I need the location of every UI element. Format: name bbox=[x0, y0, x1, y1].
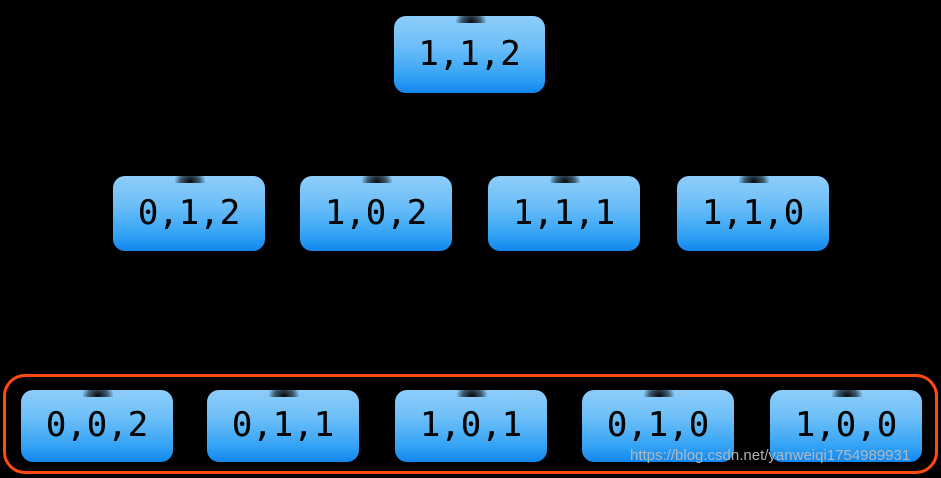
state-node-1-1-2[interactable]: 1,1,2 bbox=[394, 9, 545, 93]
state-node-1-0-1[interactable]: 1,0,1 bbox=[395, 383, 547, 462]
state-node-label: 0,1,2 bbox=[137, 192, 241, 233]
state-node-label: 1,1,0 bbox=[701, 192, 805, 233]
state-node-0-1-0[interactable]: 0,1,0 bbox=[582, 383, 734, 462]
state-node-label: 0,1,1 bbox=[231, 405, 335, 445]
state-node-label: 0,1,0 bbox=[606, 405, 710, 445]
state-node-label: 1,1,2 bbox=[418, 33, 521, 74]
state-node-label: 0,0,2 bbox=[45, 405, 149, 445]
state-node-0-1-1[interactable]: 0,1,1 bbox=[207, 383, 359, 462]
state-node-1-0-2[interactable]: 1,0,2 bbox=[300, 169, 452, 251]
state-node-label: 1,0,2 bbox=[324, 192, 428, 233]
state-node-label: 1,0,0 bbox=[794, 405, 898, 445]
watermark-text: https://blog.csdn.net/yanweiqi1754989931 bbox=[630, 447, 911, 464]
state-node-label: 1,0,1 bbox=[419, 405, 523, 445]
state-node-label: 1,1,1 bbox=[512, 192, 616, 233]
state-node-1-0-0[interactable]: 1,0,0 bbox=[770, 383, 922, 462]
state-node-0-0-2[interactable]: 0,0,2 bbox=[21, 383, 173, 462]
state-node-1-1-1[interactable]: 1,1,1 bbox=[488, 169, 640, 251]
bottom-row-highlight bbox=[3, 374, 938, 474]
state-node-0-1-2[interactable]: 0,1,2 bbox=[113, 169, 265, 251]
state-node-1-1-0[interactable]: 1,1,0 bbox=[677, 169, 829, 251]
